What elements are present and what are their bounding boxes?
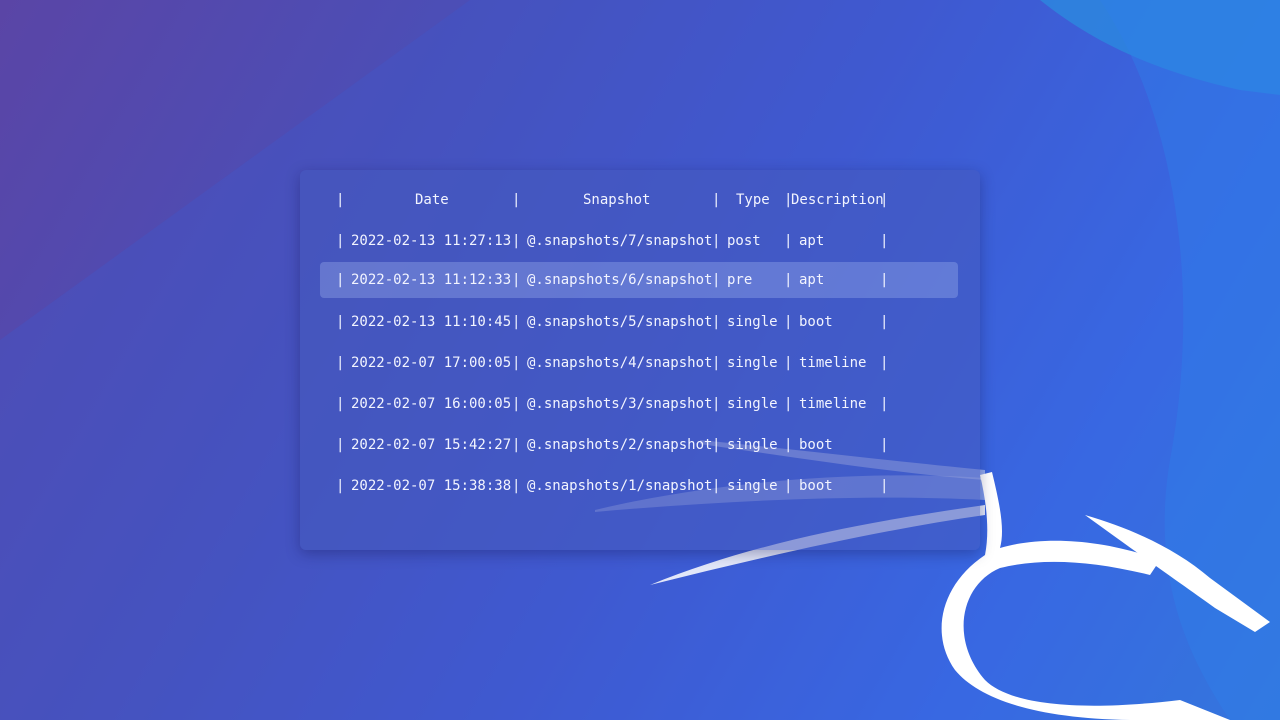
row-snapshot: @.snapshots/5/snapshot	[527, 314, 713, 330]
column-separator: |	[512, 437, 521, 453]
row-date: 2022-02-13 11:27:13	[351, 233, 512, 249]
column-separator: |	[712, 355, 721, 371]
column-separator: |	[512, 314, 521, 330]
column-separator: |	[336, 396, 345, 412]
header-snapshot: Snapshot	[583, 192, 651, 208]
row-date: 2022-02-07 15:38:38	[351, 478, 512, 494]
column-separator: |	[880, 437, 889, 453]
row-date: 2022-02-07 16:00:05	[351, 396, 512, 412]
row-type: post	[727, 233, 761, 249]
row-snapshot: @.snapshots/1/snapshot	[527, 478, 713, 494]
table-row[interactable]: | 2022-02-07 15:42:27 | @.snapshots/2/sn…	[320, 427, 958, 463]
row-type: single	[727, 437, 778, 453]
column-separator: |	[336, 437, 345, 453]
row-snapshot: @.snapshots/4/snapshot	[527, 355, 713, 371]
snapshot-list-panel: | Date | Snapshot | Type | Description |…	[300, 170, 980, 550]
table-row[interactable]: | 2022-02-07 17:00:05 | @.snapshots/4/sn…	[320, 345, 958, 381]
row-description: timeline	[799, 355, 867, 371]
column-separator: |	[880, 355, 889, 371]
column-separator: |	[784, 478, 793, 494]
column-separator: |	[712, 437, 721, 453]
row-date: 2022-02-07 17:00:05	[351, 355, 512, 371]
column-separator: |	[512, 355, 521, 371]
row-description: apt	[799, 272, 825, 288]
column-separator: |	[512, 396, 521, 412]
column-separator: |	[784, 272, 793, 288]
column-separator: |	[784, 355, 793, 371]
header-type: Type	[736, 192, 770, 208]
row-description: boot	[799, 314, 833, 330]
column-separator: |	[784, 396, 793, 412]
column-separator: |	[512, 192, 521, 208]
table-row[interactable]: | 2022-02-13 11:27:13 | @.snapshots/7/sn…	[320, 223, 958, 259]
column-separator: |	[784, 233, 793, 249]
row-description: timeline	[799, 396, 867, 412]
row-date: 2022-02-13 11:12:33	[351, 272, 512, 288]
row-type: pre	[727, 272, 753, 288]
column-separator: |	[784, 314, 793, 330]
row-snapshot: @.snapshots/2/snapshot	[527, 437, 713, 453]
row-description: boot	[799, 478, 833, 494]
row-type: single	[727, 396, 778, 412]
column-separator: |	[712, 314, 721, 330]
column-separator: |	[712, 192, 721, 208]
column-separator: |	[712, 272, 721, 288]
header-date: Date	[415, 192, 449, 208]
row-description: apt	[799, 233, 825, 249]
column-separator: |	[712, 233, 721, 249]
table-header: | Date | Snapshot | Type | Description |	[320, 182, 958, 218]
row-date: 2022-02-07 15:42:27	[351, 437, 512, 453]
table-row[interactable]: | 2022-02-07 16:00:05 | @.snapshots/3/sn…	[320, 386, 958, 422]
column-separator: |	[712, 396, 721, 412]
column-separator: |	[336, 355, 345, 371]
table-row-selected[interactable]: | 2022-02-13 11:12:33 | @.snapshots/6/sn…	[320, 262, 958, 298]
column-separator: |	[336, 272, 345, 288]
column-separator: |	[784, 192, 793, 208]
kali-dragon-icon	[941, 472, 1270, 720]
column-separator: |	[712, 478, 721, 494]
row-type: single	[727, 478, 778, 494]
column-separator: |	[336, 478, 345, 494]
column-separator: |	[512, 233, 521, 249]
row-snapshot: @.snapshots/3/snapshot	[527, 396, 713, 412]
column-separator: |	[336, 192, 345, 208]
column-separator: |	[512, 478, 521, 494]
table-row[interactable]: | 2022-02-07 15:38:38 | @.snapshots/1/sn…	[320, 468, 958, 504]
row-description: boot	[799, 437, 833, 453]
column-separator: |	[512, 272, 521, 288]
column-separator: |	[784, 437, 793, 453]
row-snapshot: @.snapshots/7/snapshot	[527, 233, 713, 249]
row-type: single	[727, 355, 778, 371]
table-row[interactable]: | 2022-02-13 11:10:45 | @.snapshots/5/sn…	[320, 304, 958, 340]
column-separator: |	[880, 314, 889, 330]
column-separator: |	[880, 192, 889, 208]
column-separator: |	[880, 233, 889, 249]
row-snapshot: @.snapshots/6/snapshot	[527, 272, 713, 288]
column-separator: |	[336, 233, 345, 249]
column-separator: |	[880, 396, 889, 412]
column-separator: |	[880, 478, 889, 494]
row-type: single	[727, 314, 778, 330]
column-separator: |	[880, 272, 889, 288]
row-date: 2022-02-13 11:10:45	[351, 314, 512, 330]
header-description: Description	[791, 192, 884, 208]
column-separator: |	[336, 314, 345, 330]
